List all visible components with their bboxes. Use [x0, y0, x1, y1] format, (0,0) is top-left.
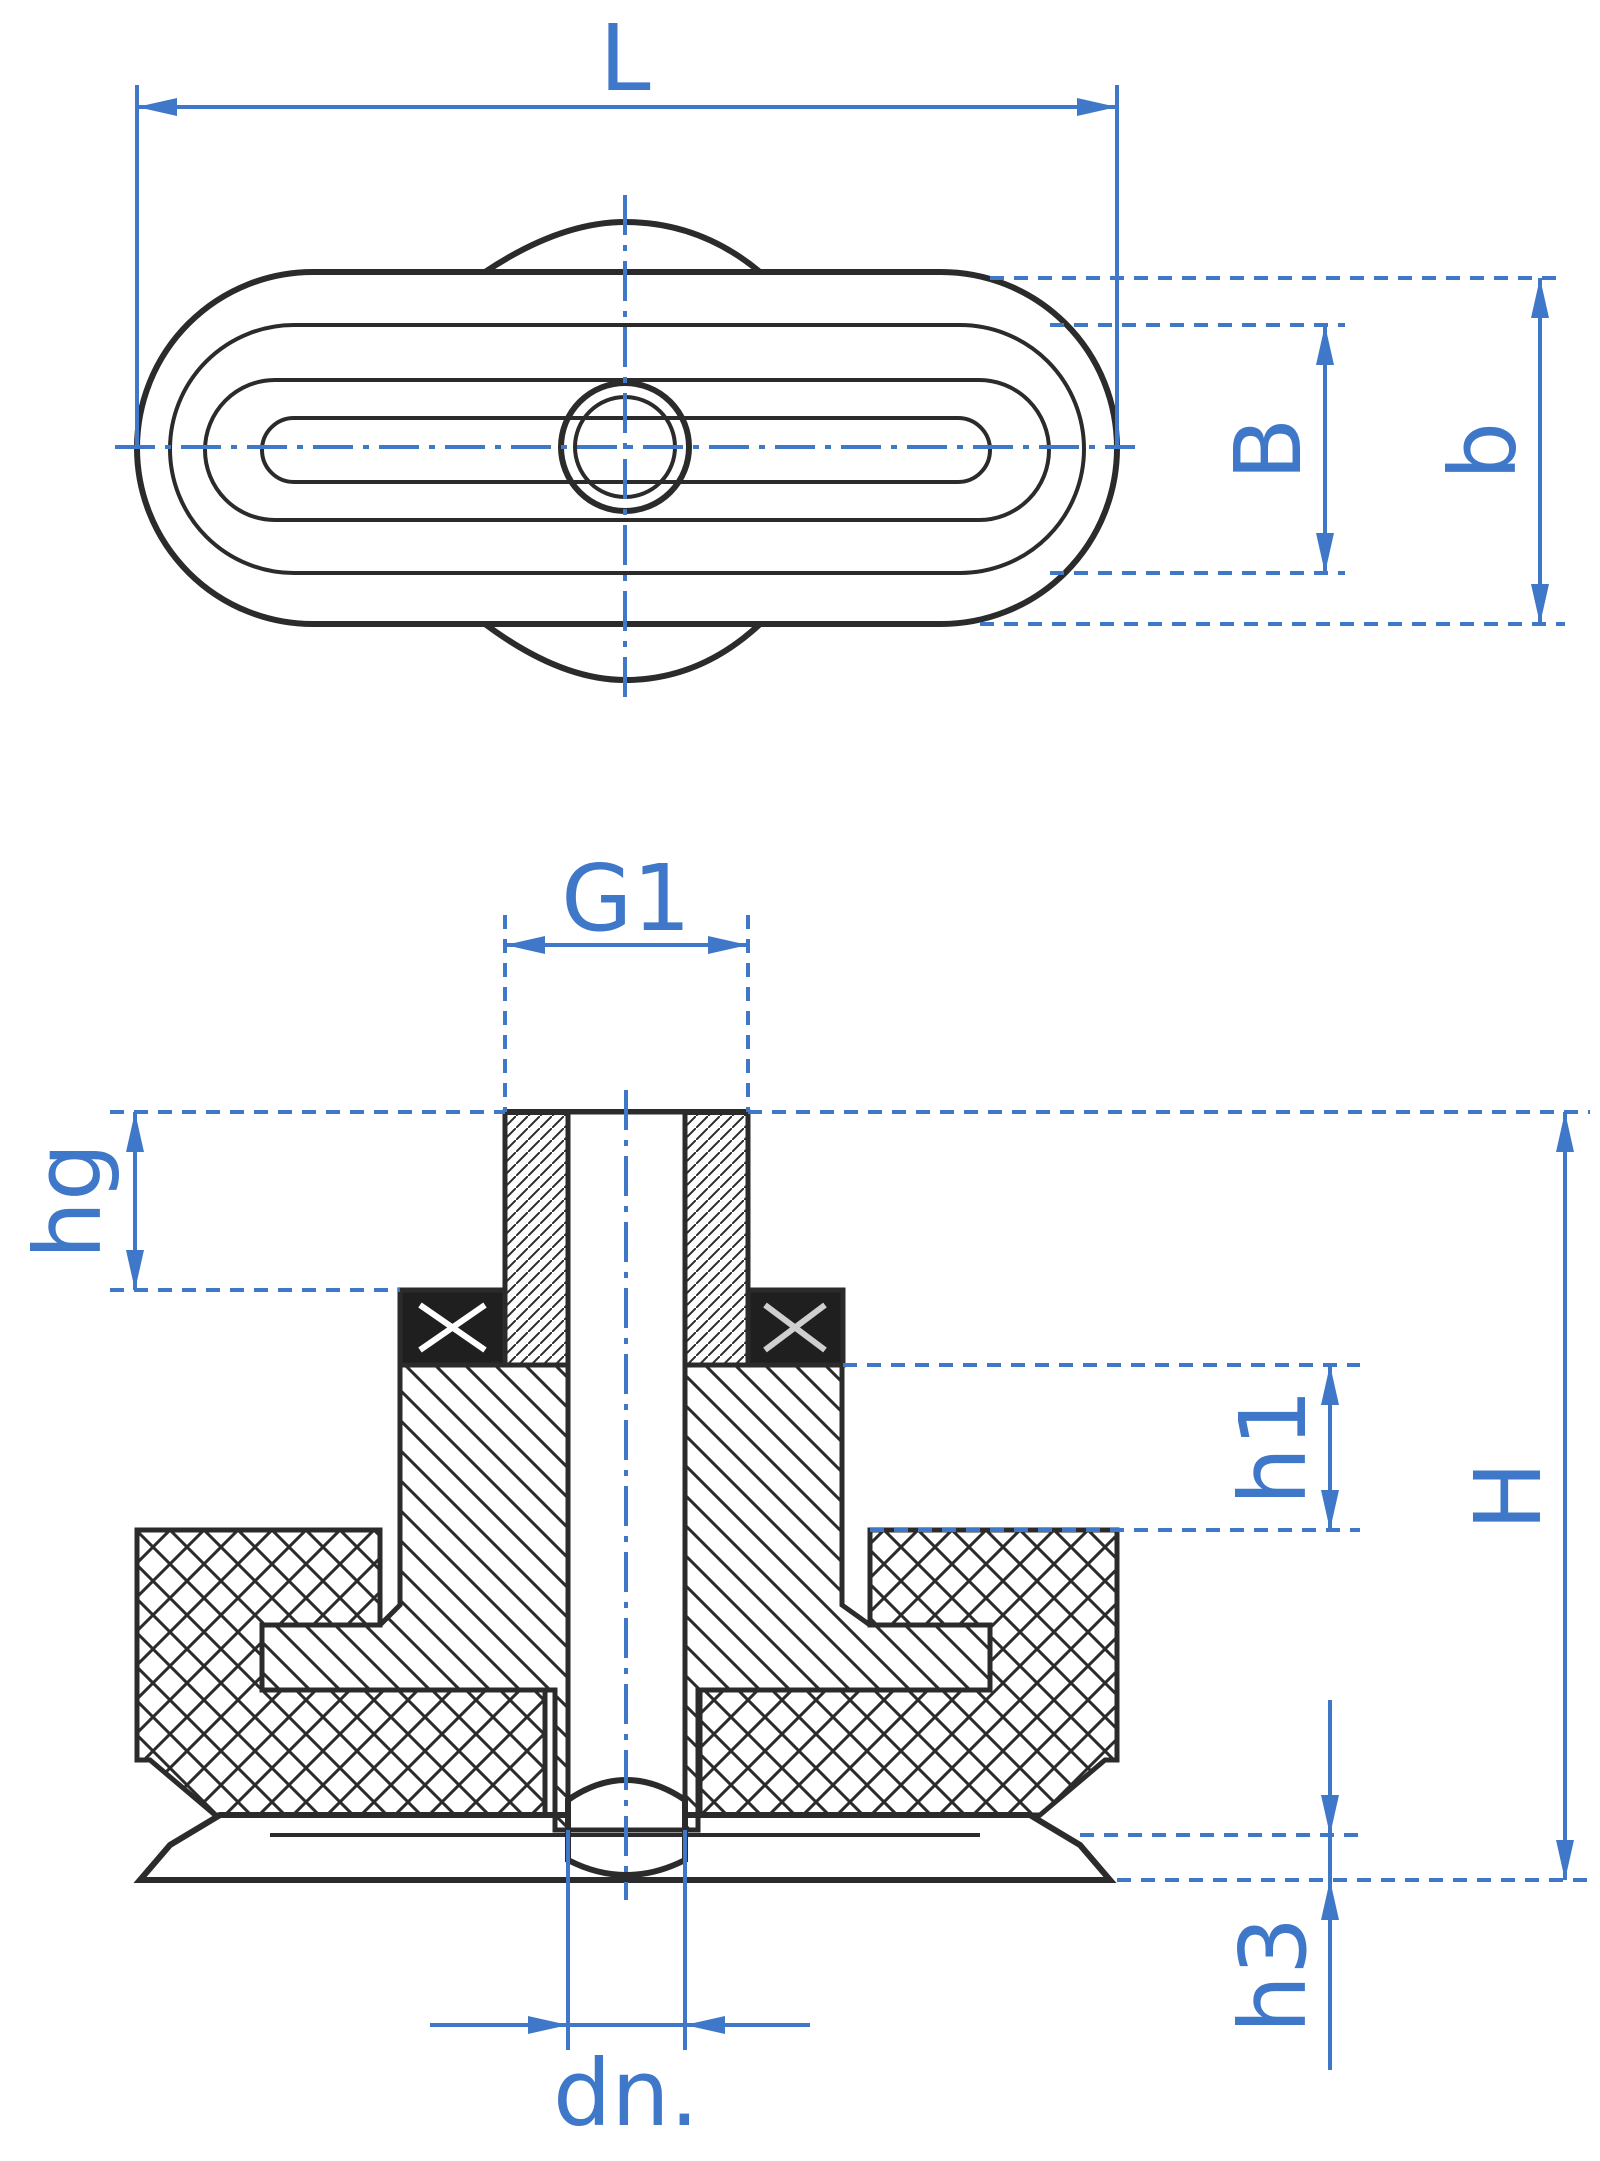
label-b: b [1430, 422, 1537, 480]
dimension-B: B [1050, 323, 1345, 575]
dimension-b: b [980, 276, 1565, 626]
label-h3: h3 [1220, 1917, 1327, 2034]
section-thread-left [502, 1109, 571, 1368]
section-thread-right [682, 1109, 751, 1368]
dimension-H: H [748, 1110, 1590, 1882]
dimension-G1: G1 [503, 845, 750, 1112]
top-view-upper-bump [483, 218, 762, 275]
dimension-L: L [135, 5, 1119, 447]
section-lip [133, 1812, 1117, 1883]
label-h1: h1 [1220, 1389, 1327, 1506]
label-L: L [599, 5, 650, 112]
dimension-hg: hg [15, 1110, 505, 1292]
top-view-lower-bump [483, 621, 763, 684]
label-G1: G1 [561, 845, 691, 952]
dimension-h3: h3 [1080, 1700, 1360, 2070]
top-view [115, 195, 1135, 700]
dimension-h1: h1 [843, 1363, 1360, 1532]
label-B: B [1215, 417, 1322, 480]
section-view [133, 1090, 1120, 1900]
label-dn: dn. [553, 2040, 699, 2147]
label-H: H [1455, 1461, 1562, 1530]
dimension-dn: dn. [430, 1830, 810, 2147]
label-hg: hg [15, 1143, 122, 1260]
section-rubber-body-left [134, 1527, 548, 1818]
